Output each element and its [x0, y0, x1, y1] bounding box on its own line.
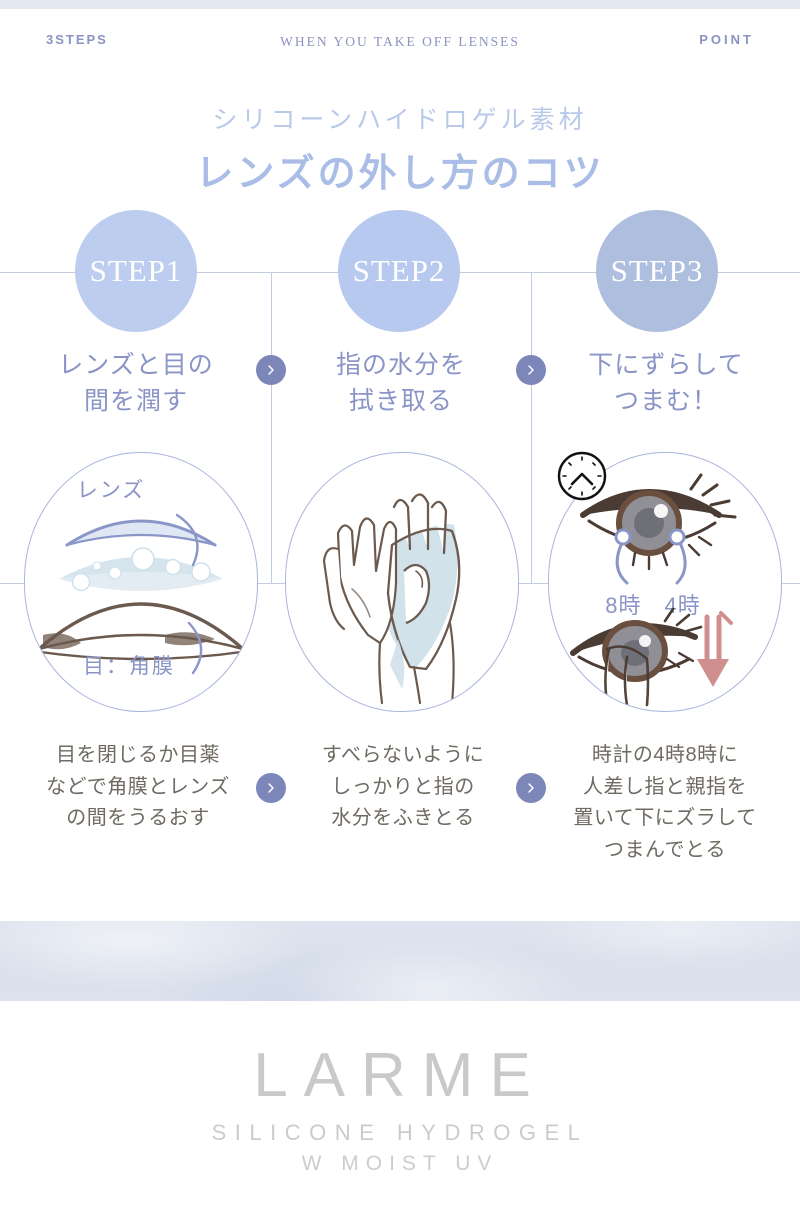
step-caption-2-line1: すべらないように: [321, 744, 485, 766]
clock-icon: [557, 451, 607, 501]
chevron-right-icon: [528, 783, 534, 793]
header-right-label: POINT: [699, 32, 754, 47]
illustration-card-1: レンズ 目：角膜: [24, 452, 258, 712]
lens-on-cornea-diagram-icon: レンズ 目：角膜: [31, 479, 251, 678]
step-heading-2: 指の水分を 拭き取る: [286, 348, 516, 419]
step-caption-3-line4: つまんでとる: [604, 838, 726, 861]
step-heading-1-line1: レンズと目の: [58, 351, 214, 379]
step-caption-2: すべらないように しっかりと指の 水分をふきとる: [283, 740, 523, 835]
hands-drying-with-towel-icon: [322, 493, 461, 705]
header-left-label: 3STEPS: [46, 32, 108, 47]
eye-pinch-lens-diagram-icon: 8時 4時: [570, 473, 737, 707]
step-caption-1-line2: などで角膜とレンズ: [46, 775, 230, 798]
fabric-band: [0, 921, 800, 1001]
brand-subtitle: SILICONE HYDROGEL: [211, 1120, 589, 1145]
clock-positions-label: 8時 4時: [605, 593, 700, 618]
page-header: 3STEPS WHEN YOU TAKE OFF LENSES POINT: [0, 24, 800, 64]
step-caption-3-line3: 置いて下にズラして: [573, 807, 757, 830]
step-heading-1-line2: 間を潤す: [83, 386, 188, 415]
caption-arrow-chip-2: [516, 773, 546, 803]
step-badge-3: STEP3: [596, 210, 718, 332]
brand-name: LARME: [253, 1041, 547, 1110]
divider-vertical-2: [531, 272, 532, 583]
step-caption-3-line1: 時計の4時8時に: [591, 744, 739, 766]
step-heading-3-line2: つまむ！: [613, 386, 718, 415]
top-accent-strip: [0, 0, 800, 9]
illustration-1-label-top: レンズ: [77, 479, 146, 502]
chevron-right-icon: [528, 365, 534, 375]
step-badge-2: STEP2: [338, 210, 460, 332]
page-title: レンズの外し方のコツ: [195, 153, 605, 195]
illustration-1-label-bottom: 目：角膜: [83, 655, 175, 678]
brand-subtitle-2: W MOIST UV: [301, 1152, 499, 1175]
step-caption-1-line3: の間をうるおす: [66, 807, 210, 830]
illustration-card-2: [285, 452, 519, 712]
step-caption-1: 目を閉じるか目薬 などで角膜とレンズ の間をうるおす: [18, 740, 258, 835]
step-arrow-chip-1: [256, 355, 286, 385]
divider-vertical-1: [271, 272, 272, 583]
step-badge-1: STEP1: [75, 210, 197, 332]
header-center-label: WHEN YOU TAKE OFF LENSES: [280, 34, 520, 49]
clock-badge: [556, 450, 608, 502]
step-heading-2-line1: 指の水分を: [335, 351, 466, 379]
step-caption-2-line2: しっかりと指の: [331, 775, 475, 798]
step-heading-3: 下にずらして つまむ！: [551, 348, 781, 419]
step-caption-1-line1: 目を閉じるか目薬: [56, 744, 220, 766]
chevron-right-icon: [268, 783, 274, 793]
step-heading-2-line2: 拭き取る: [348, 386, 453, 415]
step-arrow-chip-2: [516, 355, 546, 385]
step-heading-1: レンズと目の 間を潤す: [21, 348, 251, 419]
step-heading-3-line1: 下にずらして: [588, 351, 744, 379]
chevron-right-icon: [268, 365, 274, 375]
page-subtitle: シリコーンハイドロゲル素材: [212, 106, 588, 134]
downward-arrow-icon: [697, 611, 733, 687]
caption-arrow-chip-1: [256, 773, 286, 803]
step-caption-2-line3: 水分をふきとる: [331, 807, 475, 830]
step-caption-3-line2: 人差し指と親指を: [583, 775, 747, 798]
step-caption-3: 時計の4時8時に 人差し指と親指を 置いて下にズラして つまんでとる: [545, 740, 785, 866]
